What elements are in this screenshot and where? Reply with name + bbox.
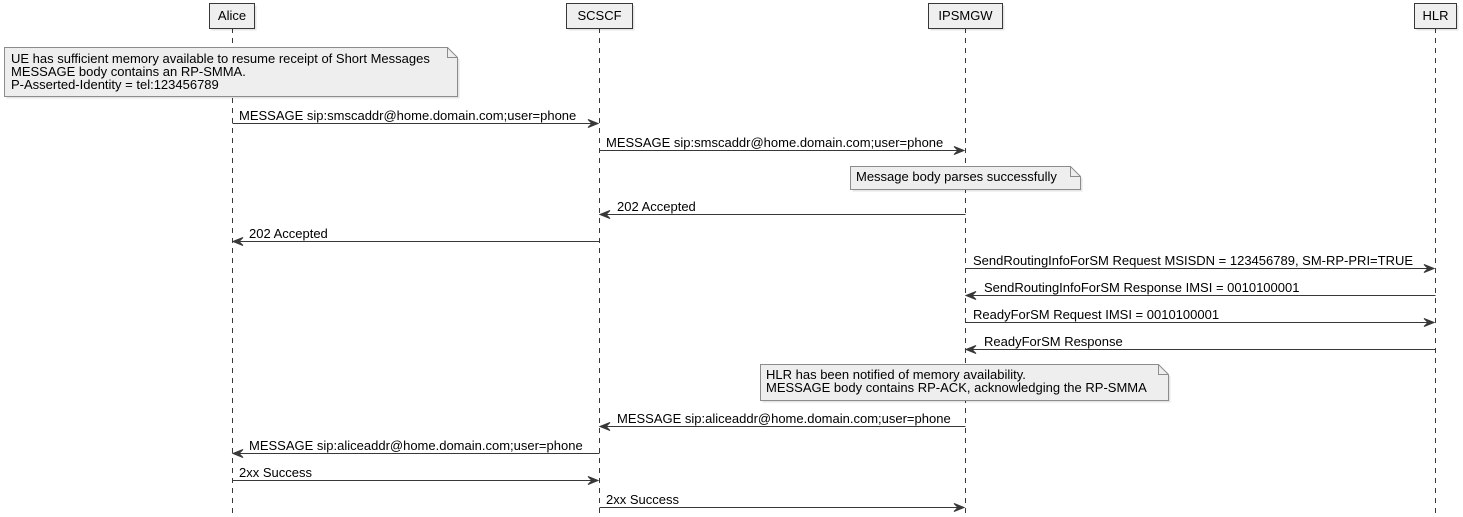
- note-fold-corner: [1158, 364, 1169, 375]
- note-line: MESSAGE body contains RP-ACK, acknowledg…: [766, 380, 1147, 395]
- arrowhead-left: [598, 210, 611, 219]
- arrowhead-right: [953, 146, 966, 155]
- arrowhead-left: [598, 422, 611, 431]
- note-line: P-Asserted-Identity = tel:123456789: [11, 77, 219, 92]
- message-label: SendRoutingInfoForSM Request MSISDN = 12…: [973, 253, 1413, 268]
- message-label: MESSAGE sip:smscaddr@home.domain.com;use…: [606, 135, 943, 150]
- message-ipsmgw-to-hlr: SendRoutingInfoForSM Request MSISDN = 12…: [965, 253, 1436, 273]
- message-label: MESSAGE sip:smscaddr@home.domain.com;use…: [239, 108, 576, 123]
- participant-box: [928, 3, 1003, 29]
- message-hlr-to-ipsmgw: SendRoutingInfoForSM Response IMSI = 001…: [964, 280, 1436, 300]
- message-ipsmgw-to-scscf: MESSAGE sip:aliceaddr@home.domain.com;us…: [598, 411, 966, 431]
- participant-label: IPSMGW: [938, 8, 993, 23]
- message-label: ReadyForSM Response: [984, 334, 1123, 349]
- note-body: [850, 166, 1081, 190]
- participant-ipsmgw: IPSMGW: [928, 3, 1005, 31]
- message-label: 202 Accepted: [617, 199, 696, 214]
- message-label: 2xx Success: [239, 465, 312, 480]
- message-label: 202 Accepted: [249, 226, 328, 241]
- message-hlr-to-ipsmgw: ReadyForSM Response: [964, 334, 1436, 354]
- note-line: HLR has been notified of memory availabi…: [766, 367, 1026, 382]
- message-label: 2xx Success: [606, 492, 679, 507]
- message-label: MESSAGE sip:aliceaddr@home.domain.com;us…: [617, 411, 951, 426]
- arrowhead-right: [1423, 264, 1436, 273]
- arrowhead-left: [964, 291, 977, 300]
- note-line: Message body parses successfully: [856, 169, 1057, 184]
- participant-label: Alice: [218, 8, 246, 23]
- arrowhead-left: [231, 449, 244, 458]
- participant-box: [566, 3, 633, 29]
- message-label: ReadyForSM Request IMSI = 0010100001: [973, 307, 1219, 322]
- message-alice-to-scscf: 2xx Success: [232, 465, 600, 485]
- arrowhead-right: [587, 476, 600, 485]
- participant-label: SCSCF: [577, 8, 621, 23]
- participant-scscf: SCSCF: [566, 3, 635, 31]
- arrowhead-left: [964, 345, 977, 354]
- note-line: MESSAGE body contains an RP-SMMA.: [11, 64, 246, 79]
- participant-box: [209, 3, 255, 29]
- message-label: MESSAGE sip:aliceaddr@home.domain.com;us…: [249, 438, 583, 453]
- note-hlr-notified: HLR has been notified of memory availabi…: [760, 364, 1171, 403]
- message-scscf-to-ipsmgw: 2xx Success: [599, 492, 966, 512]
- participant-box: [1414, 3, 1457, 29]
- lifelines: [232, 28, 1436, 517]
- message-alice-to-scscf: MESSAGE sip:smscaddr@home.domain.com;use…: [232, 108, 600, 128]
- note-body: [760, 364, 1169, 401]
- arrowhead-right: [953, 503, 966, 512]
- note-fold-corner: [447, 47, 458, 58]
- arrowhead-right: [587, 119, 600, 128]
- note-message-body-parses: Message body parses successfully: [850, 166, 1083, 192]
- message-scscf-to-alice: MESSAGE sip:aliceaddr@home.domain.com;us…: [231, 438, 600, 458]
- note-body: [4, 47, 458, 97]
- message-ipsmgw-to-scscf: 202 Accepted: [598, 199, 966, 219]
- message-scscf-to-alice: 202 Accepted: [231, 226, 600, 246]
- note-fold-corner: [1070, 166, 1081, 177]
- note-line: UE has sufficient memory available to re…: [11, 51, 430, 66]
- message-scscf-to-ipsmgw: MESSAGE sip:smscaddr@home.domain.com;use…: [599, 135, 966, 155]
- note-ue-memory-available: UE has sufficient memory available to re…: [4, 47, 460, 99]
- participant-alice: Alice: [209, 3, 257, 31]
- arrowhead-left: [231, 237, 244, 246]
- participant-label: HLR: [1422, 8, 1448, 23]
- participant-hlr: HLR: [1414, 3, 1459, 31]
- arrowhead-right: [1423, 318, 1436, 327]
- message-ipsmgw-to-hlr: ReadyForSM Request IMSI = 0010100001: [965, 307, 1436, 327]
- message-label: SendRoutingInfoForSM Response IMSI = 001…: [984, 280, 1299, 295]
